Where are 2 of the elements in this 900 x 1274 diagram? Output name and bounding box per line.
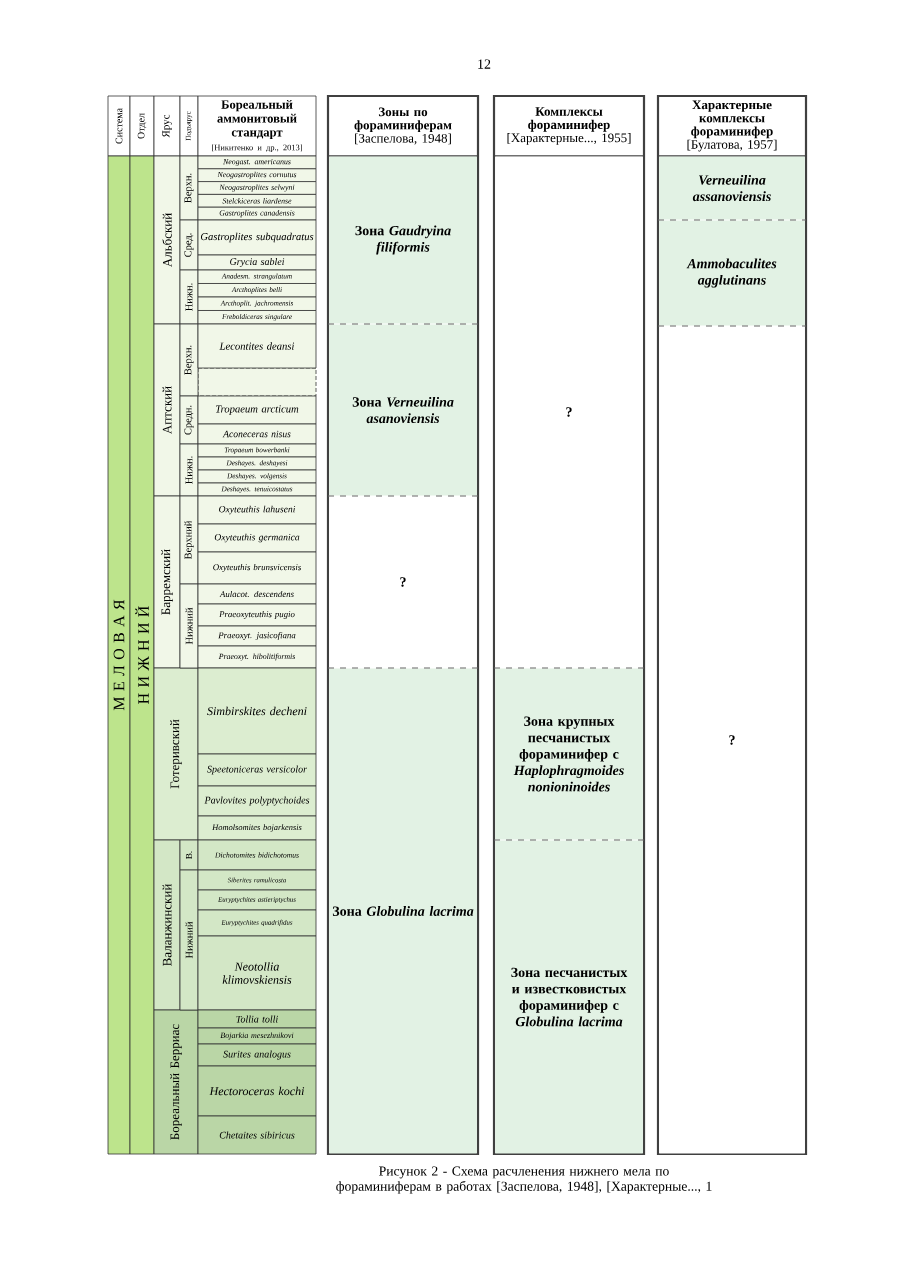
system-cell: М Е Л О В А Я	[107, 155, 131, 1155]
series-cell: Н И Ж Н И Й	[129, 155, 155, 1155]
